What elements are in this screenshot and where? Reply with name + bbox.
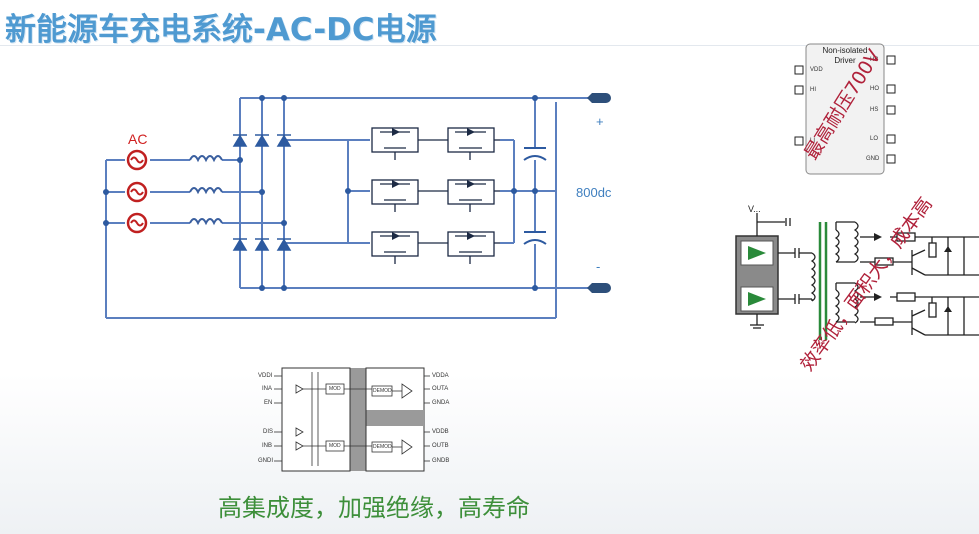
title-divider (0, 45, 979, 46)
isolated-driver-schematic: V... (735, 204, 979, 340)
schematic-wires (105, 97, 595, 319)
rectifier-diodes (232, 134, 292, 251)
ac-label: AC (128, 131, 148, 147)
junction-dots (103, 95, 538, 291)
ic-pin-inb: INB (262, 443, 273, 449)
ic-pin-gndb: GNDB (432, 458, 450, 464)
pin-gnd: GND (866, 156, 880, 162)
pin-ho: HO (870, 86, 879, 92)
switch-gates (394, 152, 471, 264)
ic-pin-vdda: VDDA (432, 373, 449, 379)
ic-pin-vddb: VDDB (432, 429, 449, 435)
ic-pin-gndi: GNDI (258, 458, 273, 464)
ac-sources (126, 149, 148, 234)
ic-pin-outa: OUTA (432, 386, 449, 392)
pin-vdd: VDD (810, 67, 823, 73)
inductors (189, 155, 223, 226)
page-title: 新能源车充电系统-AC-DC电源 (5, 12, 437, 48)
switch-cells (371, 127, 500, 257)
pin-lo: LO (870, 136, 879, 142)
ic-pin-outb: OUTB (432, 443, 449, 449)
ic-pin-vddi: VDDI (258, 373, 273, 379)
dc-voltage-label: 800dc (576, 185, 612, 200)
ic-mod-label-b: MOD (329, 443, 341, 449)
svg-text:V...: V... (748, 204, 761, 214)
output-terminals (587, 93, 611, 293)
bottom-caption: 高集成度，加强绝缘，高寿命 (218, 494, 530, 522)
pin-hs: HS (870, 107, 879, 113)
ic-demod-label-a: DEMOD (373, 388, 392, 394)
ic-pin-gnda: GNDA (432, 400, 450, 406)
driver-chip-title: Non-isolated Driver (822, 46, 868, 65)
ic-pin-en: EN (264, 400, 273, 406)
switch-diodes (392, 128, 475, 240)
negative-label: - (596, 259, 601, 274)
pin-li: LI (810, 138, 816, 144)
pin-hi: HI (810, 87, 816, 93)
pin-hb: HB (870, 57, 879, 63)
ic-mod-label-a: MOD (329, 386, 341, 392)
ic-demod-label-b: DEMOD (373, 444, 392, 450)
dc-capacitors (523, 147, 547, 245)
ic-pin-ina: INA (262, 386, 273, 392)
positive-label: + (596, 114, 604, 129)
ic-pin-dis: DIS (263, 429, 274, 435)
isolated-gate-driver-ic (274, 367, 430, 472)
non-isolated-driver-chip (794, 43, 896, 175)
